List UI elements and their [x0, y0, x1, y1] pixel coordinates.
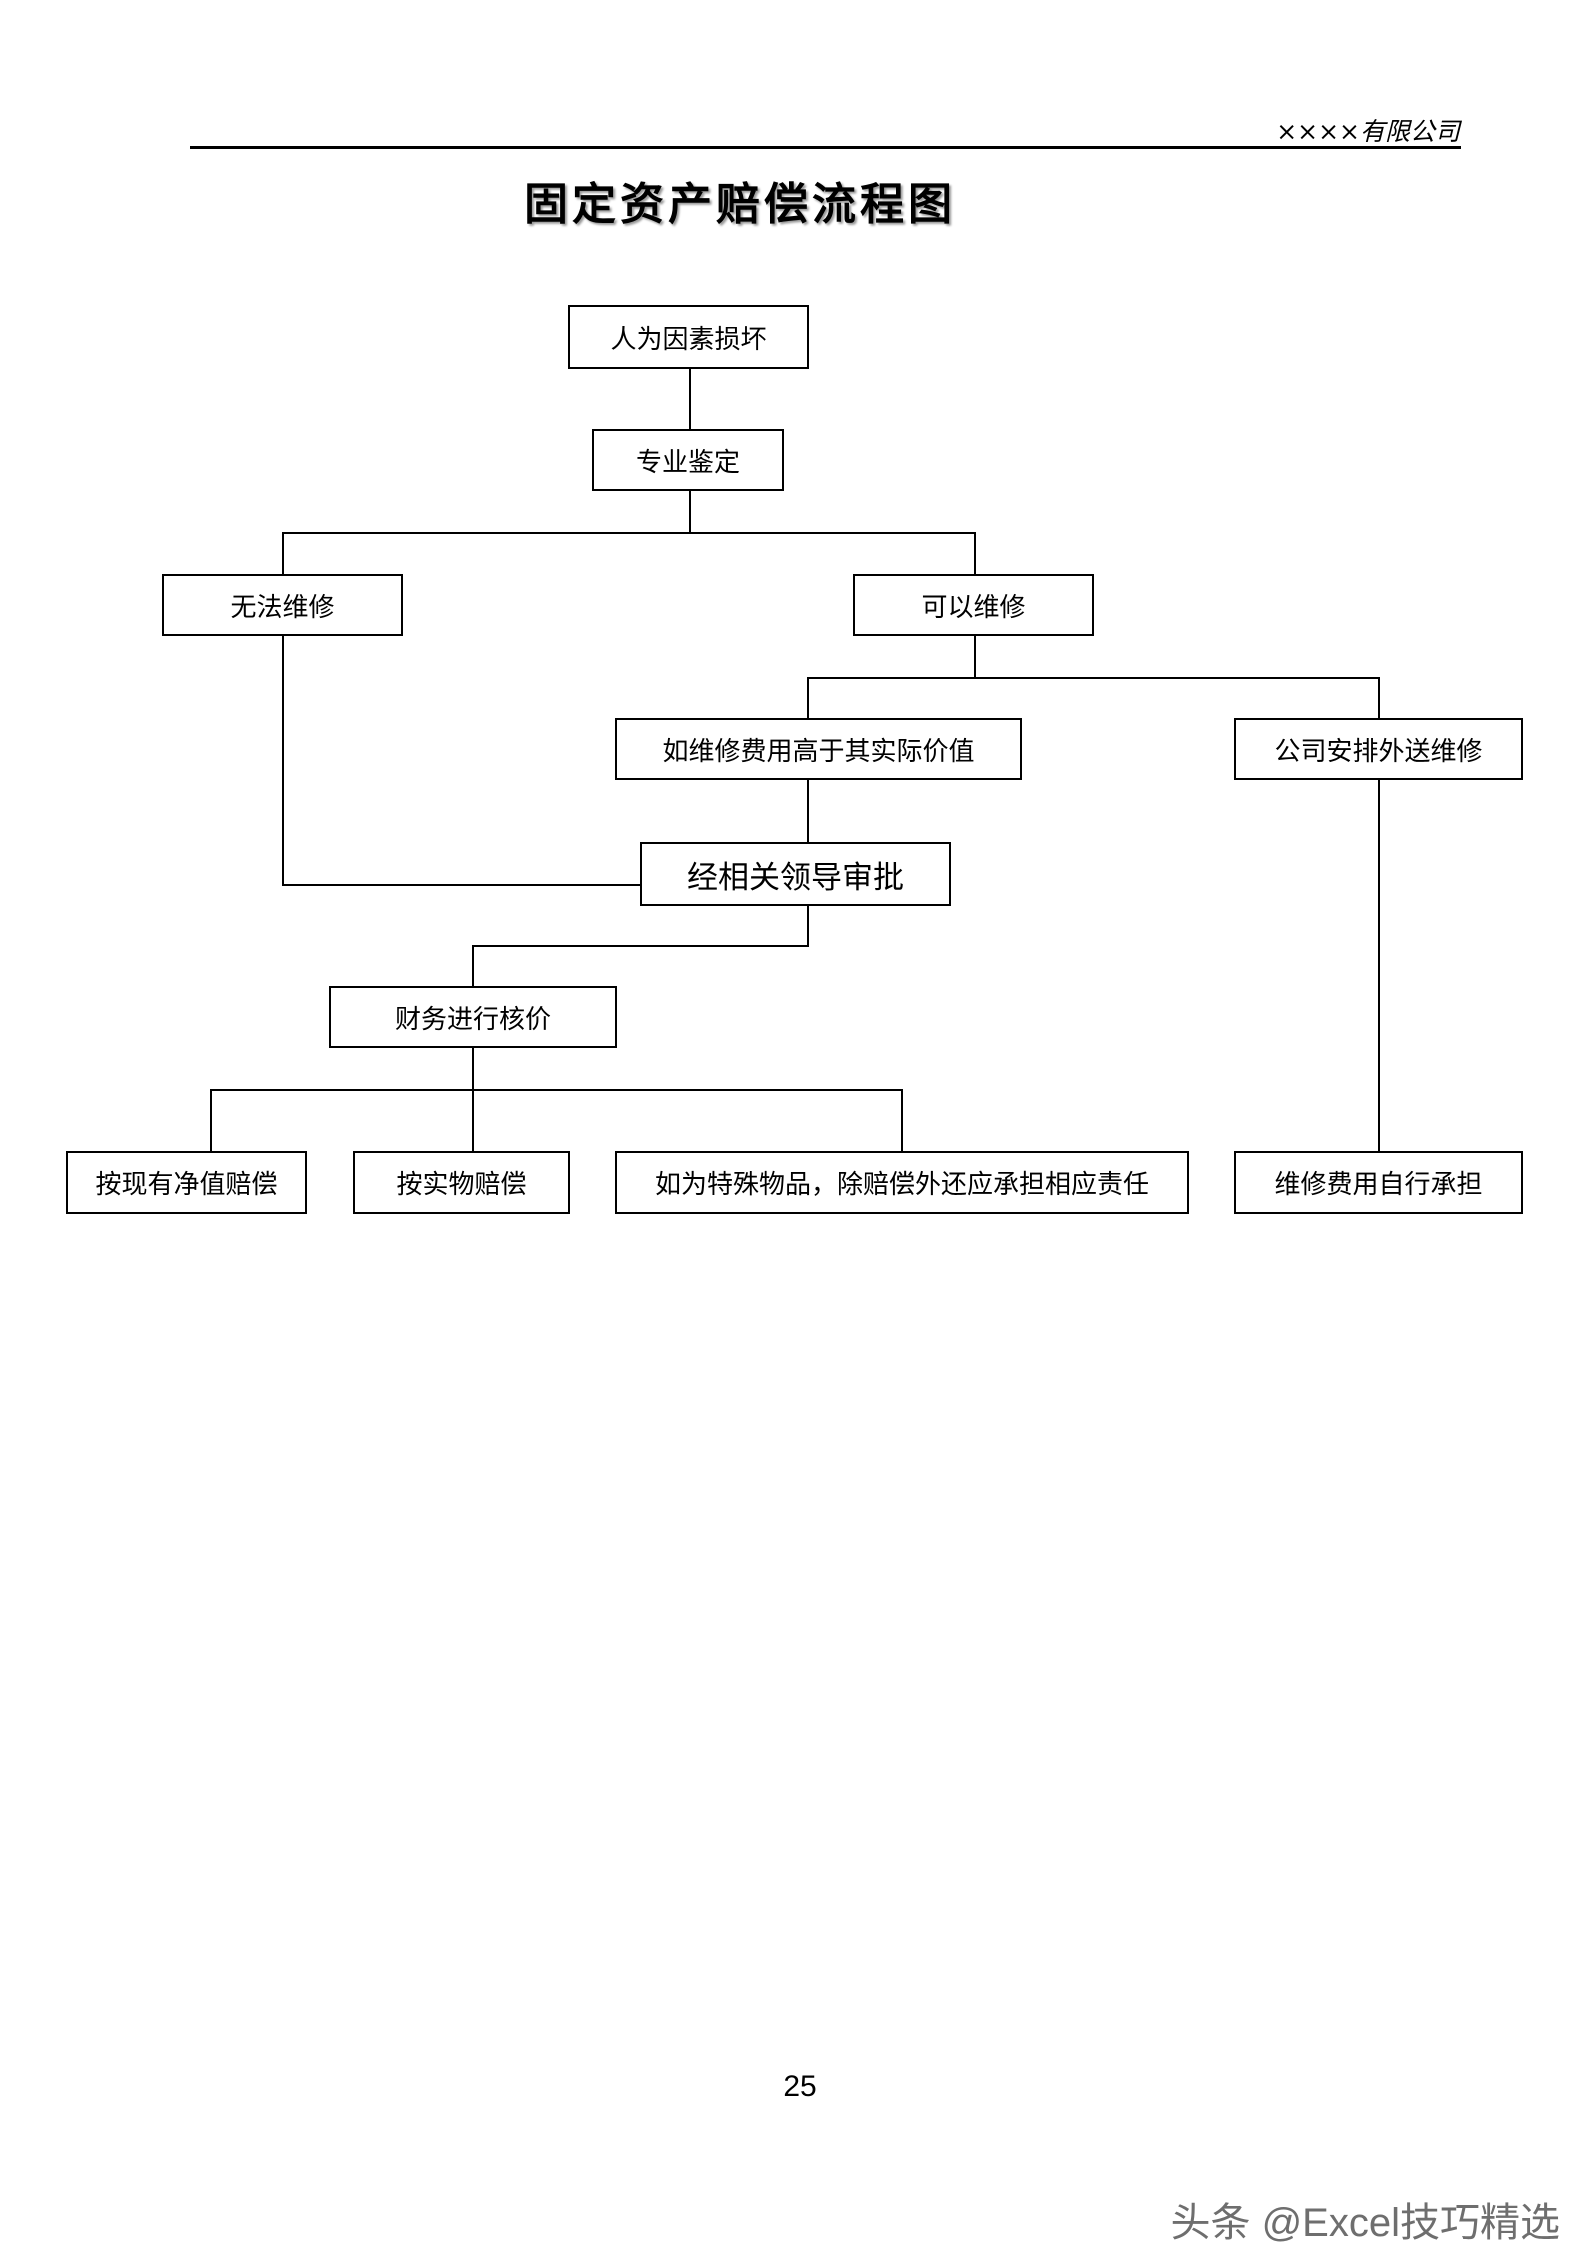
- node-outsourced-repair: 公司安排外送维修: [1234, 718, 1523, 780]
- node-special-items-label: 如为特殊物品，除赔偿外还应承担相应责任: [654, 1170, 1149, 1200]
- node-self-pay-repair-label: 维修费用自行承担: [1274, 1170, 1483, 1200]
- connector-damage-appraisal: [689, 369, 691, 431]
- connector-approval-down: [807, 906, 809, 946]
- node-cost-exceeds-label: 如维修费用高于其实际价值: [662, 736, 975, 767]
- connector-cost-to-approval: [807, 780, 809, 842]
- connector-to-finance: [472, 945, 474, 987]
- node-net-value-compensation-label: 按现有净值赔偿: [95, 1170, 278, 1200]
- connector-to-net-value: [210, 1089, 212, 1152]
- node-finance-pricing: 财务进行核价: [329, 986, 617, 1048]
- connector-split-horizontal: [808, 677, 1379, 679]
- node-self-pay-repair: 维修费用自行承担: [1234, 1151, 1523, 1214]
- node-in-kind-compensation-label: 按实物赔偿: [396, 1170, 527, 1200]
- page-title: 固定资产赔偿流程图: [524, 179, 956, 230]
- connector-to-cost-exceeds: [807, 677, 809, 720]
- connector-outsourced-to-self-pay: [1378, 780, 1380, 1152]
- connector-unrepairable-to-approval: [282, 884, 642, 886]
- node-finance-pricing-label: 财务进行核价: [394, 1004, 551, 1035]
- node-leader-approval-label: 经相关领导审批: [687, 859, 904, 896]
- node-leader-approval: 经相关领导审批: [640, 842, 951, 906]
- node-unrepairable: 无法维修: [162, 574, 403, 636]
- company-name: ××××有限公司: [1276, 117, 1460, 146]
- watermark: 头条 @Excel技巧精选: [1170, 2201, 1560, 2245]
- connector-branch-horizontal: [283, 532, 976, 534]
- header-divider: [190, 146, 1461, 149]
- connector-to-repairable: [974, 532, 976, 576]
- connector-repairable-split: [974, 636, 976, 678]
- node-outsourced-repair-label: 公司安排外送维修: [1274, 736, 1483, 767]
- connector-to-outsourced: [1378, 677, 1380, 720]
- connector-appraisal-branch: [689, 491, 691, 533]
- node-human-damage: 人为因素损坏: [568, 305, 809, 369]
- node-human-damage-label: 人为因素损坏: [610, 324, 767, 355]
- node-net-value-compensation: 按现有净值赔偿: [66, 1151, 307, 1214]
- connector-to-unrepairable: [282, 532, 284, 576]
- page-number: 25: [783, 2070, 817, 2103]
- connector-to-in-kind: [472, 1089, 474, 1152]
- node-appraisal: 专业鉴定: [592, 429, 784, 491]
- node-repairable: 可以维修: [853, 574, 1094, 636]
- connector-to-special: [901, 1089, 903, 1152]
- connector-approval-horizontal: [472, 945, 809, 947]
- connector-unrepairable-down: [282, 636, 284, 885]
- node-special-items: 如为特殊物品，除赔偿外还应承担相应责任: [615, 1151, 1189, 1214]
- node-cost-exceeds: 如维修费用高于其实际价值: [615, 718, 1022, 780]
- connector-finance-horizontal: [210, 1089, 903, 1091]
- node-repairable-label: 可以维修: [921, 592, 1026, 623]
- connector-finance-down: [472, 1048, 474, 1090]
- node-in-kind-compensation: 按实物赔偿: [353, 1151, 570, 1214]
- node-unrepairable-label: 无法维修: [230, 592, 335, 623]
- node-appraisal-label: 专业鉴定: [635, 447, 740, 478]
